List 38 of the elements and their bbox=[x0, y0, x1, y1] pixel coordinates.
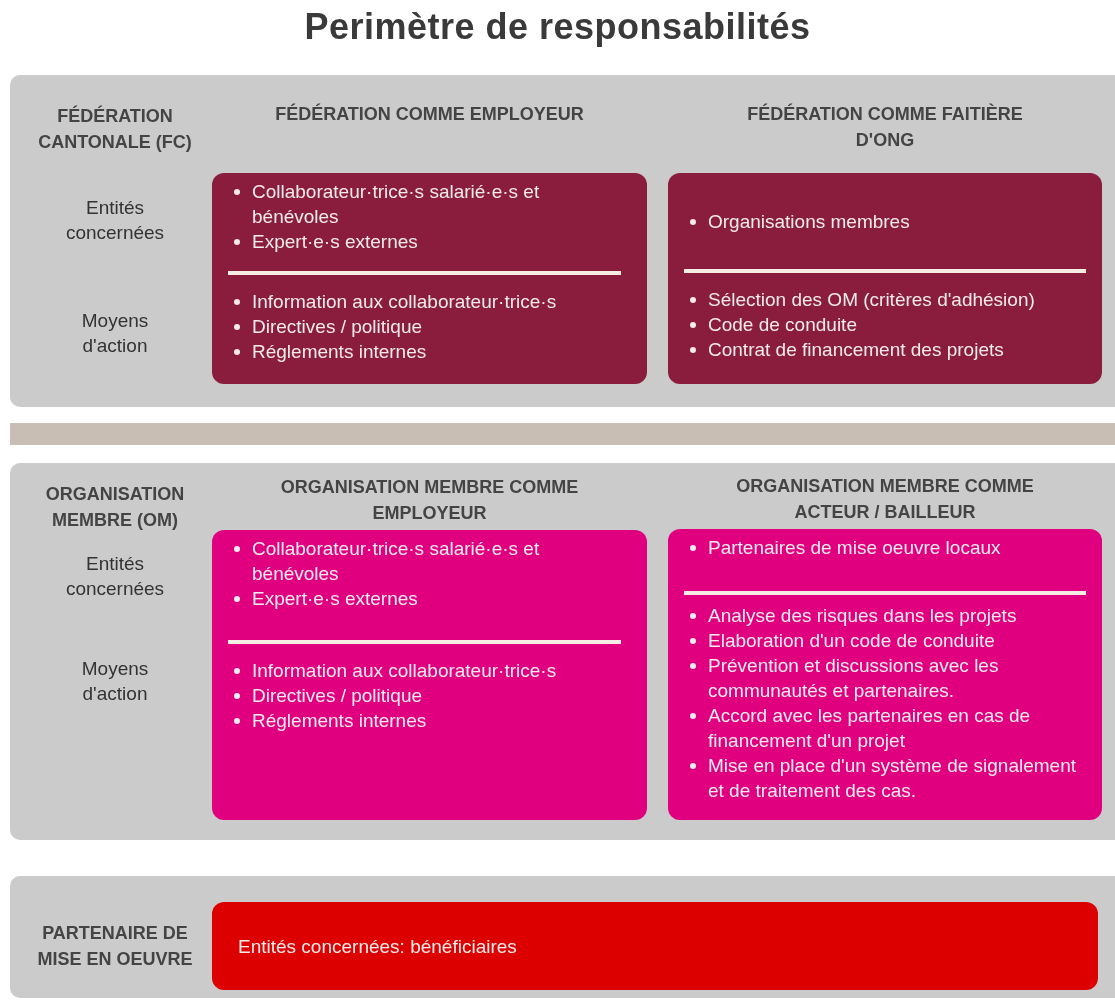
column-heading: FÉDÉRATION COMME EMPLOYEUR bbox=[274, 102, 585, 126]
row-label: Moyens d'action bbox=[80, 657, 150, 706]
row-label: Entités concernées bbox=[64, 552, 166, 601]
bullet-item: Partenaires de mise oeuvre locaux bbox=[684, 535, 1086, 560]
bullet-item: Directives / politique bbox=[228, 314, 631, 339]
bullet-item: Sélection des OM (critères d'adhésion) bbox=[684, 287, 1086, 312]
bullet-item: Accord avec les partenaires en cas de financement d'un projet bbox=[684, 703, 1086, 753]
row-label: Moyens d'action bbox=[80, 309, 150, 358]
section-heading: ORGANISATION MEMBRE (OM) bbox=[44, 483, 186, 532]
bullet-item: Expert·e·s externes bbox=[228, 586, 631, 611]
bullet-item: Réglements internes bbox=[228, 708, 631, 733]
bullet-item: Contrat de financement des projets bbox=[684, 337, 1086, 362]
bullet-item: Information aux collaborateur·trice·s bbox=[228, 658, 631, 683]
section-heading: FÉDÉRATION CANTONALE (FC) bbox=[37, 104, 193, 154]
bullet-item: Collaborateur·trice·s salarié·e·s et bénévoles bbox=[228, 179, 631, 229]
title: Perimètre de responsabilités bbox=[304, 6, 811, 48]
bullet-item: Code de conduite bbox=[684, 312, 1086, 337]
row-label: Entités concernées bbox=[64, 196, 166, 245]
bullet-item: Expert·e·s externes bbox=[228, 229, 631, 254]
column-heading: ORGANISATION MEMBRE COMME EMPLOYEUR bbox=[279, 476, 580, 525]
bullet-item: Réglements internes bbox=[228, 339, 631, 364]
bullet-item: Directives / politique bbox=[228, 683, 631, 708]
bullet-item: Organisations membres bbox=[684, 208, 1086, 234]
bullet-item: Information aux collaborateur·trice·s bbox=[228, 289, 631, 314]
separator-bar bbox=[10, 423, 1115, 445]
column-heading: ORGANISATION MEMBRE COMME ACTEUR / BAILLEUR bbox=[735, 475, 1035, 524]
bullet-item: Mise en place d'un système de signalement et de traitement des cas. bbox=[684, 753, 1086, 803]
box-text: Entités concernées: bénéficiaires bbox=[238, 934, 518, 959]
column-heading: FÉDÉRATION COMME FAITIÈRE D'ONG bbox=[746, 102, 1024, 152]
bullet-item: Analyse des risques dans les projets bbox=[684, 603, 1086, 628]
bullet-item: Elaboration d'un code de conduite bbox=[684, 628, 1086, 653]
bullet-item: Collaborateur·trice·s salarié·e·s et bénévoles bbox=[228, 536, 631, 586]
section-panel bbox=[10, 463, 1115, 840]
section-panel bbox=[10, 876, 1115, 998]
content-box bbox=[212, 902, 1098, 990]
section-heading: PARTENAIRE DE MISE EN OEUVRE bbox=[36, 922, 194, 971]
section-panel bbox=[10, 75, 1115, 407]
bullet-item: Prévention et discussions avec les communautés et partenaires. bbox=[684, 653, 1086, 703]
